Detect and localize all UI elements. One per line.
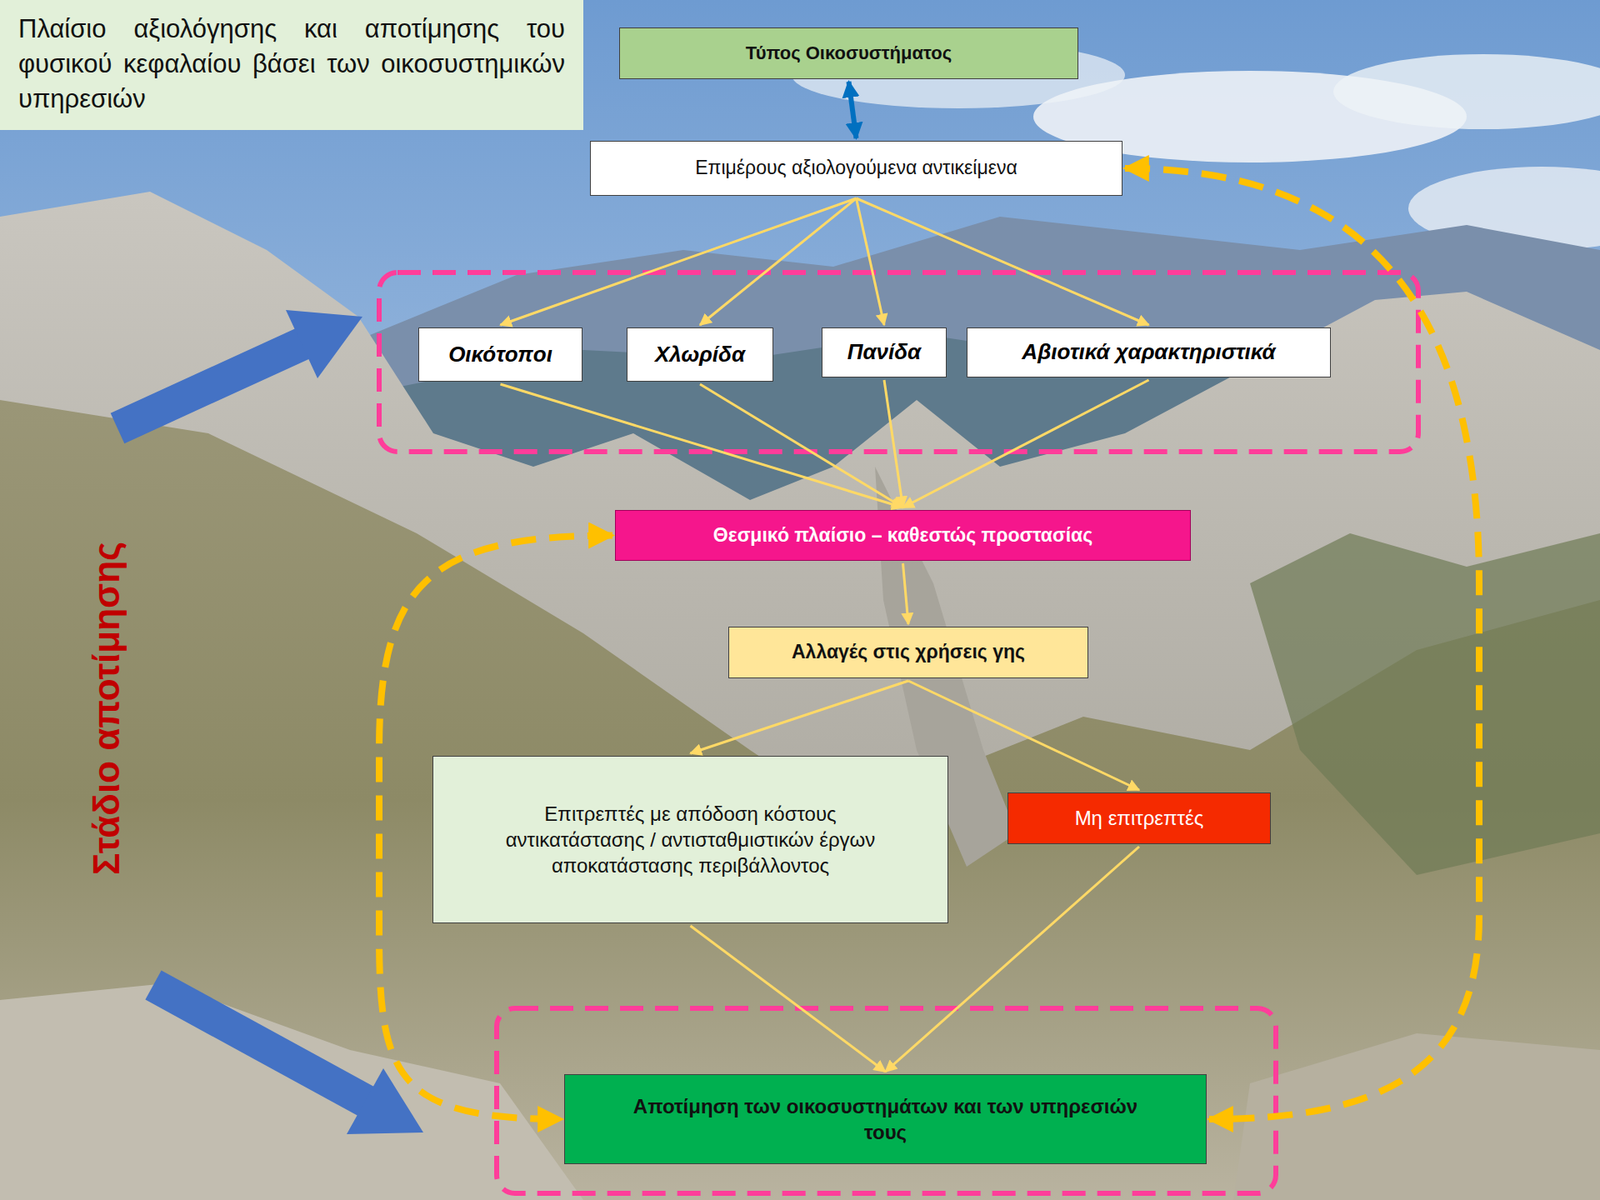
flow-arrow (700, 198, 857, 325)
feedback-arrow (1125, 168, 1480, 1120)
stage-label: Στάδιο αποτίμησης (85, 541, 128, 875)
valuation-box: Αποτίμηση των οικοσυστημάτων και των υπη… (564, 1074, 1207, 1165)
title-text: Πλαίσιο αξιολόγησης και αποτίμησης του φ… (18, 11, 565, 117)
legal-framework-box: Θεσμικό πλαίσιο – καθεστώς προστασίας (615, 510, 1191, 561)
not-permitted-box: Μη επιτρεπτές (1007, 792, 1271, 845)
node-text: Επιτρεπτές με απόδοση κόστους αντικατάστ… (503, 800, 879, 880)
component-box: Οικότοποι (418, 327, 583, 382)
flow-arrow (500, 198, 857, 325)
land-use-box: Αλλαγές στις χρήσεις γης (728, 626, 1089, 679)
node-text: Θεσμικό πλαίσιο – καθεστώς προστασίας (713, 523, 1093, 549)
flow-arrow (690, 680, 910, 754)
node-text: Αβιοτικά χαρακτηριστικά (1021, 338, 1275, 367)
flow-arrow (500, 384, 904, 508)
flow-arrow (884, 380, 904, 508)
component-box: Πανίδα (821, 327, 947, 378)
flow-arrow (856, 198, 1150, 325)
node-text: Τύπος Οικοσυστήματος (745, 41, 952, 66)
component-box: Χλωρίδα (626, 327, 774, 382)
node-text: Αλλαγές στις χρήσεις γης (791, 640, 1025, 665)
node-text: Οικότοποι (448, 340, 553, 370)
node-text: Μη επιτρεπτές (1075, 805, 1205, 831)
flow-arrow (903, 563, 910, 625)
node-text: Αποτίμηση των οικοσυστημάτων και των υπη… (627, 1093, 1145, 1145)
flow-arrow (690, 925, 886, 1072)
node-text: Πανίδα (847, 338, 921, 367)
group-outline (379, 272, 1419, 452)
group-outline (496, 1008, 1276, 1194)
node-text: Χλωρίδα (655, 340, 745, 370)
pointer-arrow (117, 310, 363, 429)
flow-arrow (856, 198, 885, 325)
flow-arrow (903, 380, 1150, 508)
flow-arrow (849, 81, 857, 139)
node-text: Επιμέρους αξιολογούμενα αντικείμενα (695, 155, 1017, 181)
flow-arrow (700, 384, 904, 508)
ecosystem-type-box: Τύπος Οικοσυστήματος (619, 27, 1079, 80)
assessed-items-box: Επιμέρους αξιολογούμενα αντικείμενα (590, 140, 1123, 196)
title-panel: Πλαίσιο αξιολόγησης και αποτίμησης του φ… (0, 0, 584, 130)
permitted-box: Επιτρεπτές με απόδοση κόστους αντικατάστ… (432, 755, 949, 924)
component-box: Αβιοτικά χαρακτηριστικά (966, 327, 1331, 378)
